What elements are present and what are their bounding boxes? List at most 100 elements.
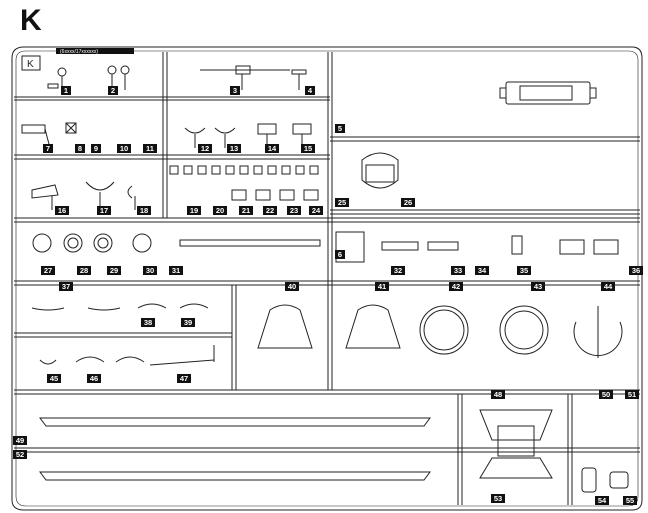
part-label-box-9 [91,144,101,153]
part-label-53: 53 [494,494,502,503]
part-label-box-42 [449,282,463,291]
part-label-box-30 [143,266,157,275]
part-label-box-36 [629,266,643,275]
part-42-sketch [419,305,469,355]
part-label-10: 10 [120,144,128,153]
part-label-6: 6 [338,250,342,259]
part-label-15: 15 [304,144,312,153]
part-label-8: 8 [78,144,82,153]
sprue-outer-frame [11,46,643,511]
sprue-code: (6xxxx/17xxxxxx) [60,49,98,55]
part-label-box-21 [239,206,253,215]
part-label-42: 42 [452,282,460,291]
part-label-box-54 [595,496,609,505]
part-label-30: 30 [146,266,154,275]
part-label-box-34 [475,266,489,275]
part-label-box-17 [97,206,111,215]
part-53-sketch [479,457,553,479]
part-label-46: 46 [90,374,98,383]
part-label-18: 18 [140,206,148,215]
part-40-sketch [257,304,313,349]
part-label-28: 28 [80,266,88,275]
part-label-52: 52 [16,450,24,459]
parts-19-24-sketch [169,165,319,201]
part-label-box-6 [335,250,345,259]
part-52-sketch [39,471,431,481]
part-48-sketch [479,409,553,457]
part-label-41: 41 [378,282,386,291]
part-label-box-13 [227,144,241,153]
part-label-box-23 [287,206,301,215]
part-label-box-44 [601,282,615,291]
part-label-box-8 [75,144,85,153]
part-label-38: 38 [144,318,152,327]
part-16-sketch [31,184,59,210]
part-label-box-39 [181,318,195,327]
part-label-47: 47 [180,374,188,383]
part-label-box-7 [43,144,53,153]
part-55-sketch [609,471,629,489]
part-label-20: 20 [216,206,224,215]
part-label-4: 4 [308,86,313,95]
part-28-sketch [63,233,83,253]
part-label-box-18 [137,206,151,215]
part-label-box-50 [599,390,613,399]
part-label-33: 33 [454,266,462,275]
part-label-box-37 [59,282,73,291]
part-label-17: 17 [100,206,108,215]
part-label-7: 7 [46,144,50,153]
part-label-box-31 [169,266,183,275]
part-label-box-2 [108,86,118,95]
part-label-box-33 [451,266,465,275]
part-13-sketch [214,127,236,148]
part-label-40: 40 [288,282,296,291]
part-label-box-24 [309,206,323,215]
part-label-49: 49 [16,436,24,445]
part-label-box-46 [87,374,101,383]
sprue-letter-heading: K [20,4,42,37]
part-38-sketch [87,303,167,311]
part-label-box-40 [285,282,299,291]
part-label-box-48 [491,390,505,399]
part-label-36: 36 [632,266,640,275]
part-45-sketch [39,359,57,365]
part-label-box-43 [531,282,545,291]
part-4-sketch [291,69,307,90]
part-label-box-38 [141,318,155,327]
part-6-sketch [335,231,365,263]
part-label-box-35 [517,266,531,275]
corner-letter: K [27,59,34,70]
part-label-box-4 [305,86,315,95]
part-54-sketch [581,467,597,493]
part-label-2: 2 [111,86,115,95]
part-29-sketch [93,233,113,253]
part-label-box-3 [230,86,240,95]
part-label-39: 39 [184,318,192,327]
part-label-box-25 [335,198,349,207]
part-label-16: 16 [58,206,66,215]
part-label-48: 48 [494,390,502,399]
part-43-sketch [499,305,549,355]
part-label-26: 26 [404,198,412,207]
part-label-box-16 [55,206,69,215]
part-label-box-11 [143,144,157,153]
part-label-box-29 [107,266,121,275]
part-label-box-27 [41,266,55,275]
part-label-24: 24 [312,206,321,215]
part-label-43: 43 [534,282,542,291]
part-label-box-53 [491,494,505,503]
part-label-5: 5 [338,124,342,133]
part-label-box-41 [375,282,389,291]
part-label-box-49 [13,436,27,445]
part-label-55: 55 [626,496,634,505]
part-label-32: 32 [394,266,402,275]
part-41-sketch [345,304,401,349]
part-label-box-19 [187,206,201,215]
part-label-box-20 [213,206,227,215]
part-label-12: 12 [201,144,209,153]
part-49-sketch [39,417,431,427]
part-label-box-15 [301,144,315,153]
part-label-box-52 [13,450,27,459]
part-label-box-10 [117,144,131,153]
